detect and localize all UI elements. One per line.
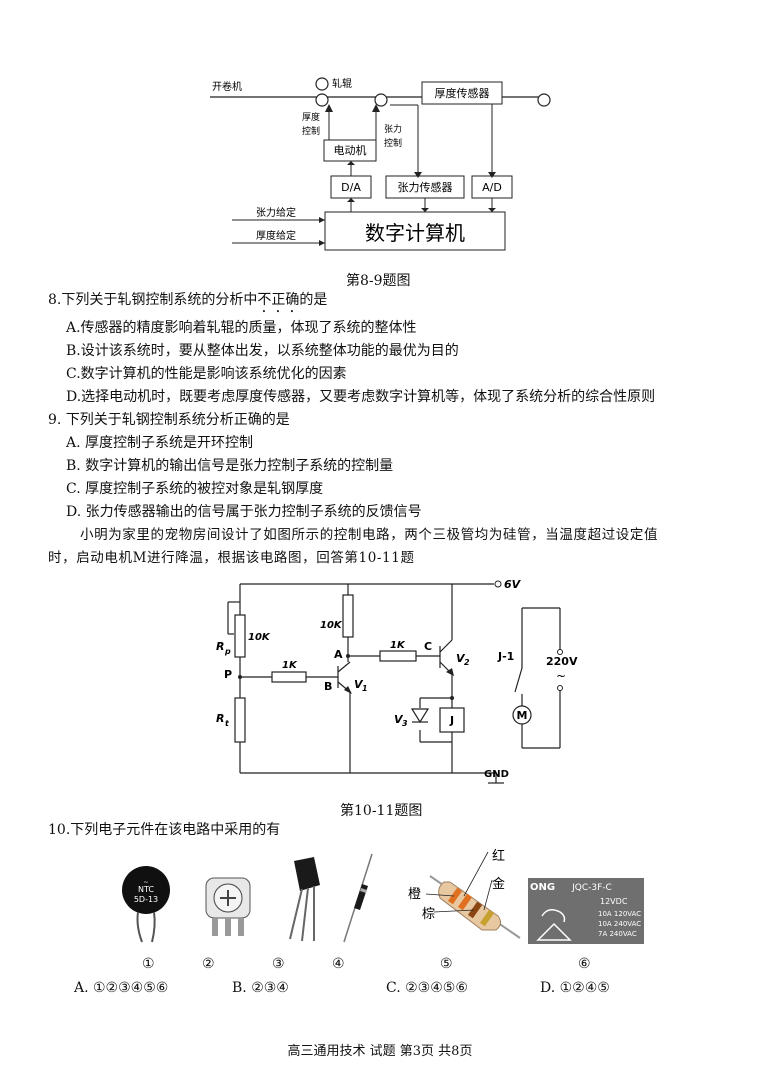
svg-text:J-1: J-1 [497, 650, 514, 663]
svg-text:A: A [334, 648, 343, 661]
svg-text:10K: 10K [320, 620, 343, 631]
component-number-4: ④ [332, 956, 345, 972]
component-number-1: ① [142, 956, 155, 972]
tension-roller [374, 93, 388, 107]
svg-text:p: p [224, 647, 231, 656]
q9-option-d: D. 张力传感器输出的信号属于张力控制子系统的反馈信号 [66, 504, 422, 520]
svg-text:B: B [324, 680, 332, 693]
computer-box [324, 211, 506, 251]
svg-text:~: ~ [143, 879, 148, 886]
svg-text:P: P [224, 668, 232, 681]
q8-option-b: B.设计该系统时，要从整体出发，以系统整体功能的最优为目的 [66, 343, 459, 359]
svg-text:厚度给定: 厚度给定 [256, 229, 296, 242]
svg-text:R: R [216, 640, 224, 653]
q10-option-b: B. ②③④ [232, 980, 289, 996]
svg-text:厚度: 厚度 [302, 111, 320, 123]
svg-text:GND: GND [484, 769, 509, 780]
svg-text:ONG: ONG [530, 882, 555, 893]
svg-text:棕: 棕 [422, 907, 435, 922]
component-number-5: ⑤ [440, 956, 453, 972]
svg-text:红: 红 [492, 848, 505, 864]
svg-text:数字计算机: 数字计算机 [365, 221, 465, 245]
component-number-2: ② [202, 956, 215, 972]
transistor-image [289, 857, 320, 942]
svg-text:A/D: A/D [482, 181, 502, 194]
svg-text:JQC-3F-C: JQC-3F-C [571, 883, 612, 893]
svg-text:V: V [456, 652, 466, 665]
rolling-control-diagram: 开卷机 轧辊 厚度传感器 厚度 控制 张力 控制 电动机 D/A 张力传感器 A… [210, 77, 551, 251]
svg-text:10A 120VAC: 10A 120VAC [598, 910, 641, 918]
svg-text:220V: 220V [546, 655, 578, 668]
svg-text:金: 金 [492, 876, 505, 892]
q8-option-c: C.数字计算机的性能是影响该系统优化的因素 [66, 366, 347, 382]
ntc-thermistor-image: ~ NTC 5D-13 [122, 866, 170, 943]
svg-text:V: V [394, 713, 404, 726]
component-number-6: ⑥ [578, 956, 591, 972]
svg-text:1K: 1K [390, 640, 406, 651]
svg-text:2: 2 [464, 658, 470, 667]
svg-text:1K: 1K [282, 660, 298, 671]
roller-label: 轧辊 [332, 77, 352, 90]
figure-caption: 第8-9题图 [346, 273, 411, 289]
svg-text:张力: 张力 [384, 123, 402, 135]
svg-text:3: 3 [402, 719, 408, 728]
diode-image [343, 853, 373, 943]
motor-box [323, 139, 377, 162]
q8-option-a: A.传感器的精度影响着轧辊的质量，体现了系统的整体性 [66, 320, 417, 336]
svg-text:J: J [449, 714, 454, 727]
lower-roller [315, 93, 329, 107]
end-roller [537, 93, 551, 107]
q9-option-c: C. 厚度控制子系统的被控对象是轧钢厚度 [66, 481, 324, 497]
q8-option-d: D.选择电动机时，既要考虑厚度传感器，又要考虑数字计算机等，体现了系统分析的综合… [66, 389, 656, 405]
trimmer-potentiometer-image [205, 877, 251, 936]
upper-roller [315, 77, 329, 91]
svg-text:D/A: D/A [341, 181, 361, 194]
resistor-image: 红 金 橙 棕 [408, 848, 521, 939]
circuit-diagram: 6V 10K 10K R p 1K 1K P A B C V 1 V 2 V 3… [216, 578, 578, 784]
svg-text:张力给定: 张力给定 [256, 206, 296, 219]
svg-text:5D-13: 5D-13 [134, 895, 158, 904]
q10-option-a: A. ①②③④⑤⑥ [74, 980, 169, 996]
q9-option-a: A. 厚度控制子系统是开环控制 [66, 435, 254, 451]
page-footer: 高三通用技术 试题 第3页 共8页 [287, 1044, 473, 1059]
svg-text:10A 240VAC: 10A 240VAC [598, 920, 641, 928]
svg-text:电动机: 电动机 [334, 143, 367, 157]
coiler-label: 开卷机 [212, 80, 242, 93]
svg-text:控制: 控制 [384, 137, 402, 149]
intro-line-2: 时，启动电机M进行降温，根据该电路图，回答第10-11题 [48, 550, 415, 566]
svg-text:控制: 控制 [302, 125, 320, 137]
question-8-stem: 8.下列关于轧钢控制系统的分析中不正确的是 [48, 292, 328, 308]
relay-image: ONG JQC-3F-C 12VDC 10A 120VAC 10A 240VAC… [528, 878, 644, 944]
svg-text:12VDC: 12VDC [600, 897, 628, 906]
svg-text:1: 1 [362, 684, 368, 693]
thickness-sensor-box [421, 81, 503, 105]
q10-option-d: D. ①②④⑤ [540, 980, 610, 996]
svg-text:C: C [424, 640, 432, 653]
svg-text:10K: 10K [248, 632, 271, 643]
svg-text:R: R [216, 712, 224, 725]
svg-text:~: ~ [556, 669, 566, 683]
q10-option-c: C. ②③④⑤⑥ [386, 980, 468, 996]
svg-text:t: t [225, 719, 230, 728]
question-9-stem: 9. 下列关于轧钢控制系统分析正确的是 [48, 412, 290, 428]
intro-line-1: 小明为家里的宠物房间设计了如图所示的控制电路，两个三极管均为硅管，当温度超过设定… [80, 527, 659, 543]
thickness-sensor-label: 厚度传感器 [435, 86, 490, 100]
q9-option-b: B. 数字计算机的输出信号是张力控制子系统的控制量 [66, 458, 394, 474]
svg-text:7A 240VAC: 7A 240VAC [598, 930, 637, 938]
svg-text:橙: 橙 [408, 887, 421, 902]
question-10-stem: 10.下列电子元件在该电路中采用的有 [48, 822, 281, 838]
svg-text:6V: 6V [504, 578, 522, 591]
svg-text:M: M [517, 709, 528, 722]
figure-caption-2: 第10-11题图 [340, 803, 423, 819]
svg-text:V: V [354, 678, 364, 691]
svg-text:张力传感器: 张力传感器 [398, 181, 453, 194]
svg-text:NTC: NTC [138, 885, 154, 894]
component-number-3: ③ [272, 956, 285, 972]
